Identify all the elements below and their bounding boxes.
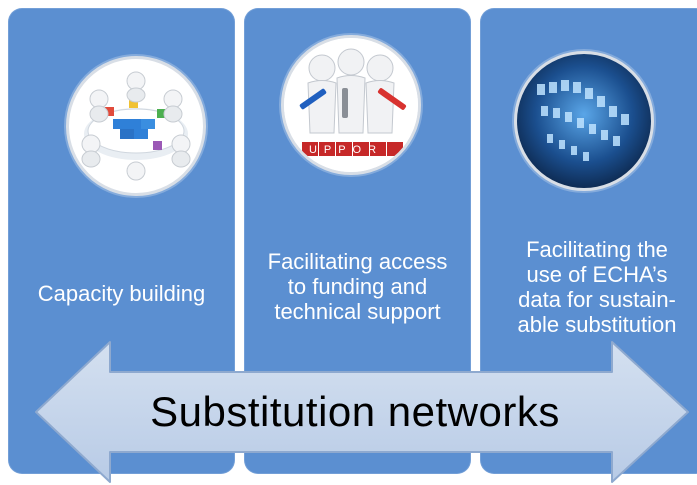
panel-1-text: Capacity building <box>8 281 235 306</box>
panel-2-line-1: Facilitating access <box>267 249 448 274</box>
data-helix-icon <box>514 51 654 191</box>
panel-1-line-1: Capacity building <box>37 281 206 306</box>
panel-3-line-3: data for sustain- <box>518 287 676 312</box>
support-tools-icon: UPPOR <box>281 35 421 175</box>
support-sign-text: UPPOR <box>309 144 383 156</box>
banner-title: Substitution networks <box>150 388 560 435</box>
panel-3-text: Facilitating the use of ECHA’s data for … <box>484 237 697 337</box>
panel-2-line-2: to funding and <box>287 274 428 299</box>
panel-3-line-4: able substitution <box>517 312 677 337</box>
teamwork-puzzle-icon <box>66 56 206 196</box>
panel-3-line-1: Facilitating the <box>526 237 668 262</box>
panel-2-line-3: technical support <box>274 299 441 324</box>
panel-2-text: Facilitating access to funding and techn… <box>244 249 471 324</box>
panel-3-line-2: use of ECHA’s <box>526 262 668 287</box>
